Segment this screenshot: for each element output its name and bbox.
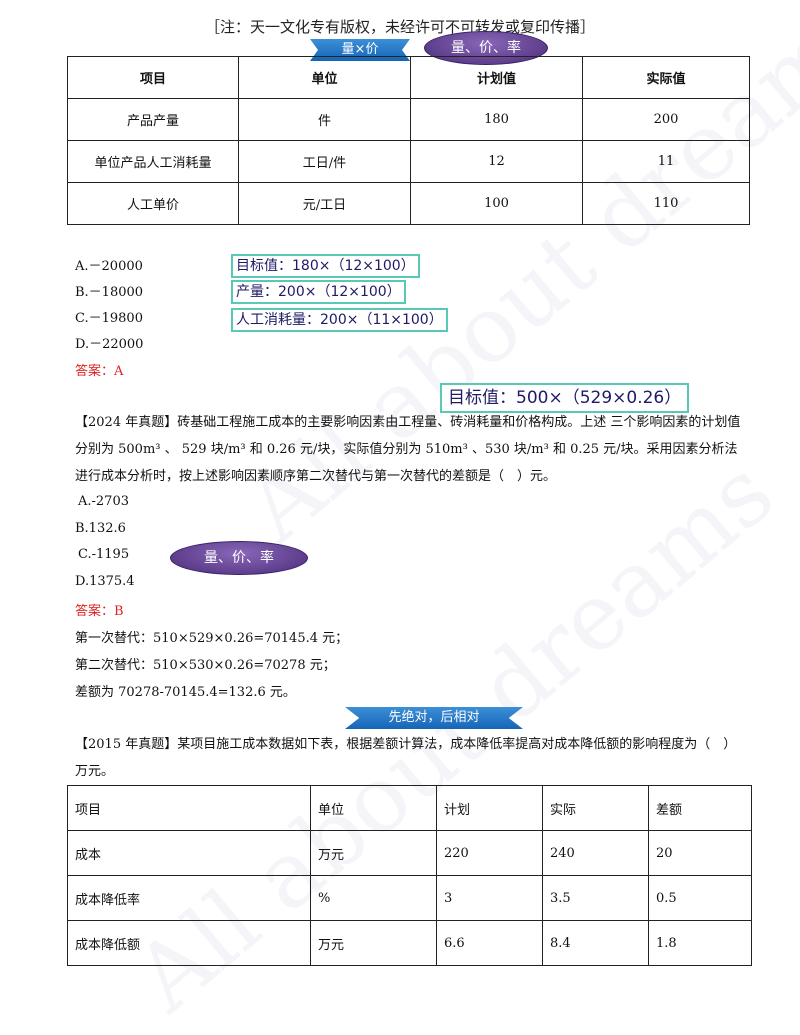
table-header: 计划值 (410, 56, 583, 99)
table-cell: 产品产量 (67, 98, 239, 141)
table-cell: 成本降低额 (67, 920, 311, 966)
table-row: 项目 单位 计划 实际 差额 (67, 785, 752, 831)
oval-tag: 量、价、率 (170, 541, 308, 575)
question-stem: 【2015 年真题】某项目施工成本数据如下表，根据差额计算法，成本降低率提高对成… (75, 737, 737, 779)
table-row: 单位产品人工消耗量 工日/件 12 11 (67, 140, 750, 183)
table-header: 差额 (648, 785, 752, 831)
note-box: 产量：200×（12×100） (231, 280, 406, 304)
table-row: 成本降低额 万元 6.6 8.4 1.8 (67, 920, 752, 966)
table-row: 产品产量 件 180 200 (67, 98, 750, 141)
table-header: 单位 (238, 56, 411, 99)
option-c: C.-1195 (78, 547, 130, 562)
table-row: 成本 万元 220 240 20 (67, 830, 752, 876)
note-box: 人工消耗量：200×（11×100） (231, 308, 448, 332)
table-cell: 200 (582, 98, 750, 141)
answer-label: 答案：B (75, 604, 124, 619)
table-cell: 万元 (310, 920, 437, 966)
table-cell: 20 (648, 830, 752, 876)
table-cell: 1.8 (648, 920, 752, 966)
target-value-box: 目标值：500×（529×0.26） (440, 383, 690, 413)
table-row: 人工单价 元/工日 100 110 (67, 182, 750, 225)
table-cell: 220 (436, 830, 543, 876)
table-cell: % (310, 875, 437, 921)
solution-line: 差额为 70278-70145.4=132.6 元。 (75, 685, 296, 700)
table-cell: 万元 (310, 830, 437, 876)
solution-line: 第二次替代：510×530×0.26=70278 元； (75, 658, 336, 673)
table-cell: 单位产品人工消耗量 (67, 140, 239, 183)
table-header: 实际 (542, 785, 649, 831)
table-row: 成本降低率 % 3 3.5 0.5 (67, 875, 752, 921)
table-cell: 240 (542, 830, 649, 876)
table-cell: 11 (582, 140, 750, 183)
table-header: 项目 (67, 56, 239, 99)
note-box: 目标值：180×（12×100） (231, 254, 420, 278)
table-cell: 3.5 (542, 875, 649, 921)
answer-label: 答案：A (75, 364, 124, 379)
cost-table: 项目 单位 计划 实际 差额 成本 万元 220 240 20 成本降低率 % … (67, 785, 752, 966)
copyright-notice: ［注：天一文化专有版权，未经许可不可转发或复印传播］ (204, 18, 595, 36)
table-header: 计划 (436, 785, 543, 831)
table-cell: 110 (582, 182, 750, 225)
table-cell: 成本降低率 (67, 875, 311, 921)
table-cell: 成本 (67, 830, 311, 876)
ribbon-tag: 先绝对，后相对 (345, 707, 523, 729)
option-a: A.-2703 (78, 494, 129, 509)
option-b: B.－18000 (75, 285, 144, 300)
table-cell: 100 (410, 182, 583, 225)
table-header: 单位 (310, 785, 437, 831)
plan-actual-table: 项目 单位 计划值 实际值 产品产量 件 180 200 单位产品人工消耗量 工… (67, 56, 750, 225)
option-d: D.－22000 (75, 337, 144, 352)
table-cell: 0.5 (648, 875, 752, 921)
option-b: B.132.6 (75, 521, 126, 536)
table-header: 实际值 (582, 56, 750, 99)
solution-line: 第一次替代：510×529×0.26=70145.4 元； (75, 631, 349, 646)
question-stem: 【2024 年真题】砖基础工程施工成本的主要影响因素由工程量、砖消耗量和价格构成… (75, 415, 741, 484)
table-cell: 6.6 (436, 920, 543, 966)
table-cell: 件 (238, 98, 411, 141)
option-d: D.1375.4 (75, 574, 135, 589)
table-cell: 180 (410, 98, 583, 141)
table-cell: 人工单价 (67, 182, 239, 225)
table-cell: 3 (436, 875, 543, 921)
table-cell: 8.4 (542, 920, 649, 966)
table-cell: 元/工日 (238, 182, 411, 225)
option-a: A.－20000 (75, 259, 143, 274)
table-cell: 12 (410, 140, 583, 183)
table-header: 项目 (67, 785, 311, 831)
ribbon-tag: 量×价 (310, 39, 410, 61)
table-cell: 工日/件 (238, 140, 411, 183)
option-c: C.－19800 (75, 311, 143, 326)
